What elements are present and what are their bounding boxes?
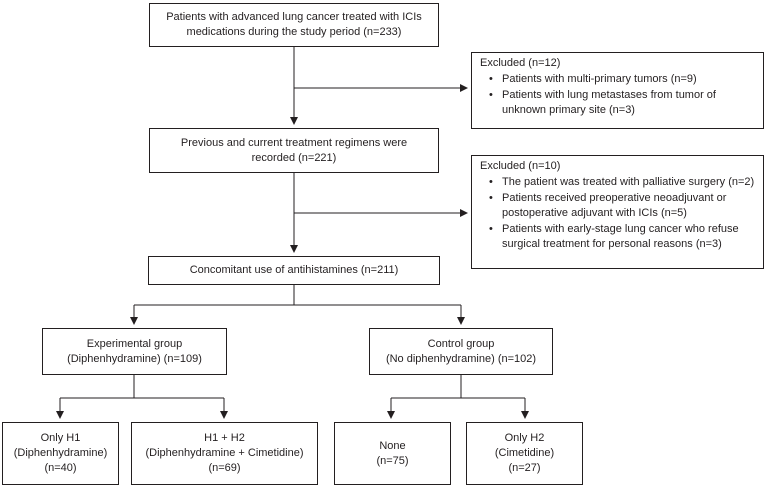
- box-regimens-line-2: recorded (n=221): [251, 151, 337, 164]
- box-only-h1: Only H1 (Diphenhydramine) (n=40): [2, 422, 119, 485]
- box-none-line-1: None: [379, 439, 406, 452]
- excluded-2-item: Patients received preoperative neoadjuva…: [480, 191, 755, 222]
- box-only-h2: Only H2 (Cimetidine) (n=27): [466, 422, 583, 485]
- box-only-h1-line-2: (Diphenhydramine): [13, 447, 108, 459]
- box-none-line-2: (n=75): [376, 454, 409, 467]
- box-only-h2-line-1: Only H2: [504, 432, 545, 444]
- box-experimental-line-2: (Diphenhydramine) (n=109): [67, 352, 202, 365]
- box-none: None (n=75): [334, 422, 451, 485]
- excluded-1-item: Patients with multi-primary tumors (n=9): [480, 72, 755, 88]
- box-start-line-1: Patients with advanced lung cancer treat…: [166, 11, 422, 23]
- box-h1-h2-line-2: (Diphenhydramine + Cimetidine): [145, 447, 304, 459]
- excluded-2-item: Patients with early-stage lung cancer wh…: [480, 222, 755, 253]
- box-experimental-line-1: Experimental group: [86, 337, 183, 350]
- box-control-line-1: Control group: [427, 337, 495, 350]
- box-only-h1-line-1: Only H1: [40, 432, 81, 444]
- box-h1-h2-line-3: (n=69): [208, 462, 241, 474]
- excluded-2-item: The patient was treated with palliative …: [480, 175, 755, 191]
- box-excluded-2: Excluded (n=10) The patient was treated …: [471, 155, 764, 269]
- excluded-1-title: Excluded (n=12): [480, 57, 561, 69]
- box-experimental-group: Experimental group (Diphenhydramine) (n=…: [42, 328, 227, 375]
- box-start-line-2: medications during the study period (n=2…: [186, 26, 402, 38]
- box-control-group: Control group (No diphenhydramine) (n=10…: [369, 328, 553, 375]
- box-start: Patients with advanced lung cancer treat…: [149, 3, 439, 47]
- box-regimens: Previous and current treatment regimens …: [149, 128, 439, 173]
- box-concomitant: Concomitant use of antihistamines (n=211…: [148, 256, 440, 285]
- box-control-line-2: (No diphenhydramine) (n=102): [385, 352, 537, 365]
- box-h1-h2: H1 + H2 (Diphenhydramine + Cimetidine) (…: [131, 422, 318, 485]
- excluded-1-list: Patients with multi-primary tumors (n=9)…: [480, 72, 755, 119]
- box-only-h2-line-3: (n=27): [508, 462, 541, 474]
- box-concomitant-line-1: Concomitant use of antihistamines (n=211…: [189, 264, 399, 276]
- box-excluded-1: Excluded (n=12) Patients with multi-prim…: [471, 52, 764, 129]
- box-h1-h2-line-1: H1 + H2: [204, 432, 245, 444]
- excluded-2-list: The patient was treated with palliative …: [480, 175, 755, 253]
- box-only-h2-line-2: (Cimetidine): [494, 447, 555, 459]
- excluded-1-item: Patients with lung metastases from tumor…: [480, 88, 755, 119]
- box-regimens-line-1: Previous and current treatment regimens …: [180, 136, 408, 149]
- excluded-2-title: Excluded (n=10): [480, 160, 561, 172]
- box-only-h1-line-3: (n=40): [44, 462, 77, 474]
